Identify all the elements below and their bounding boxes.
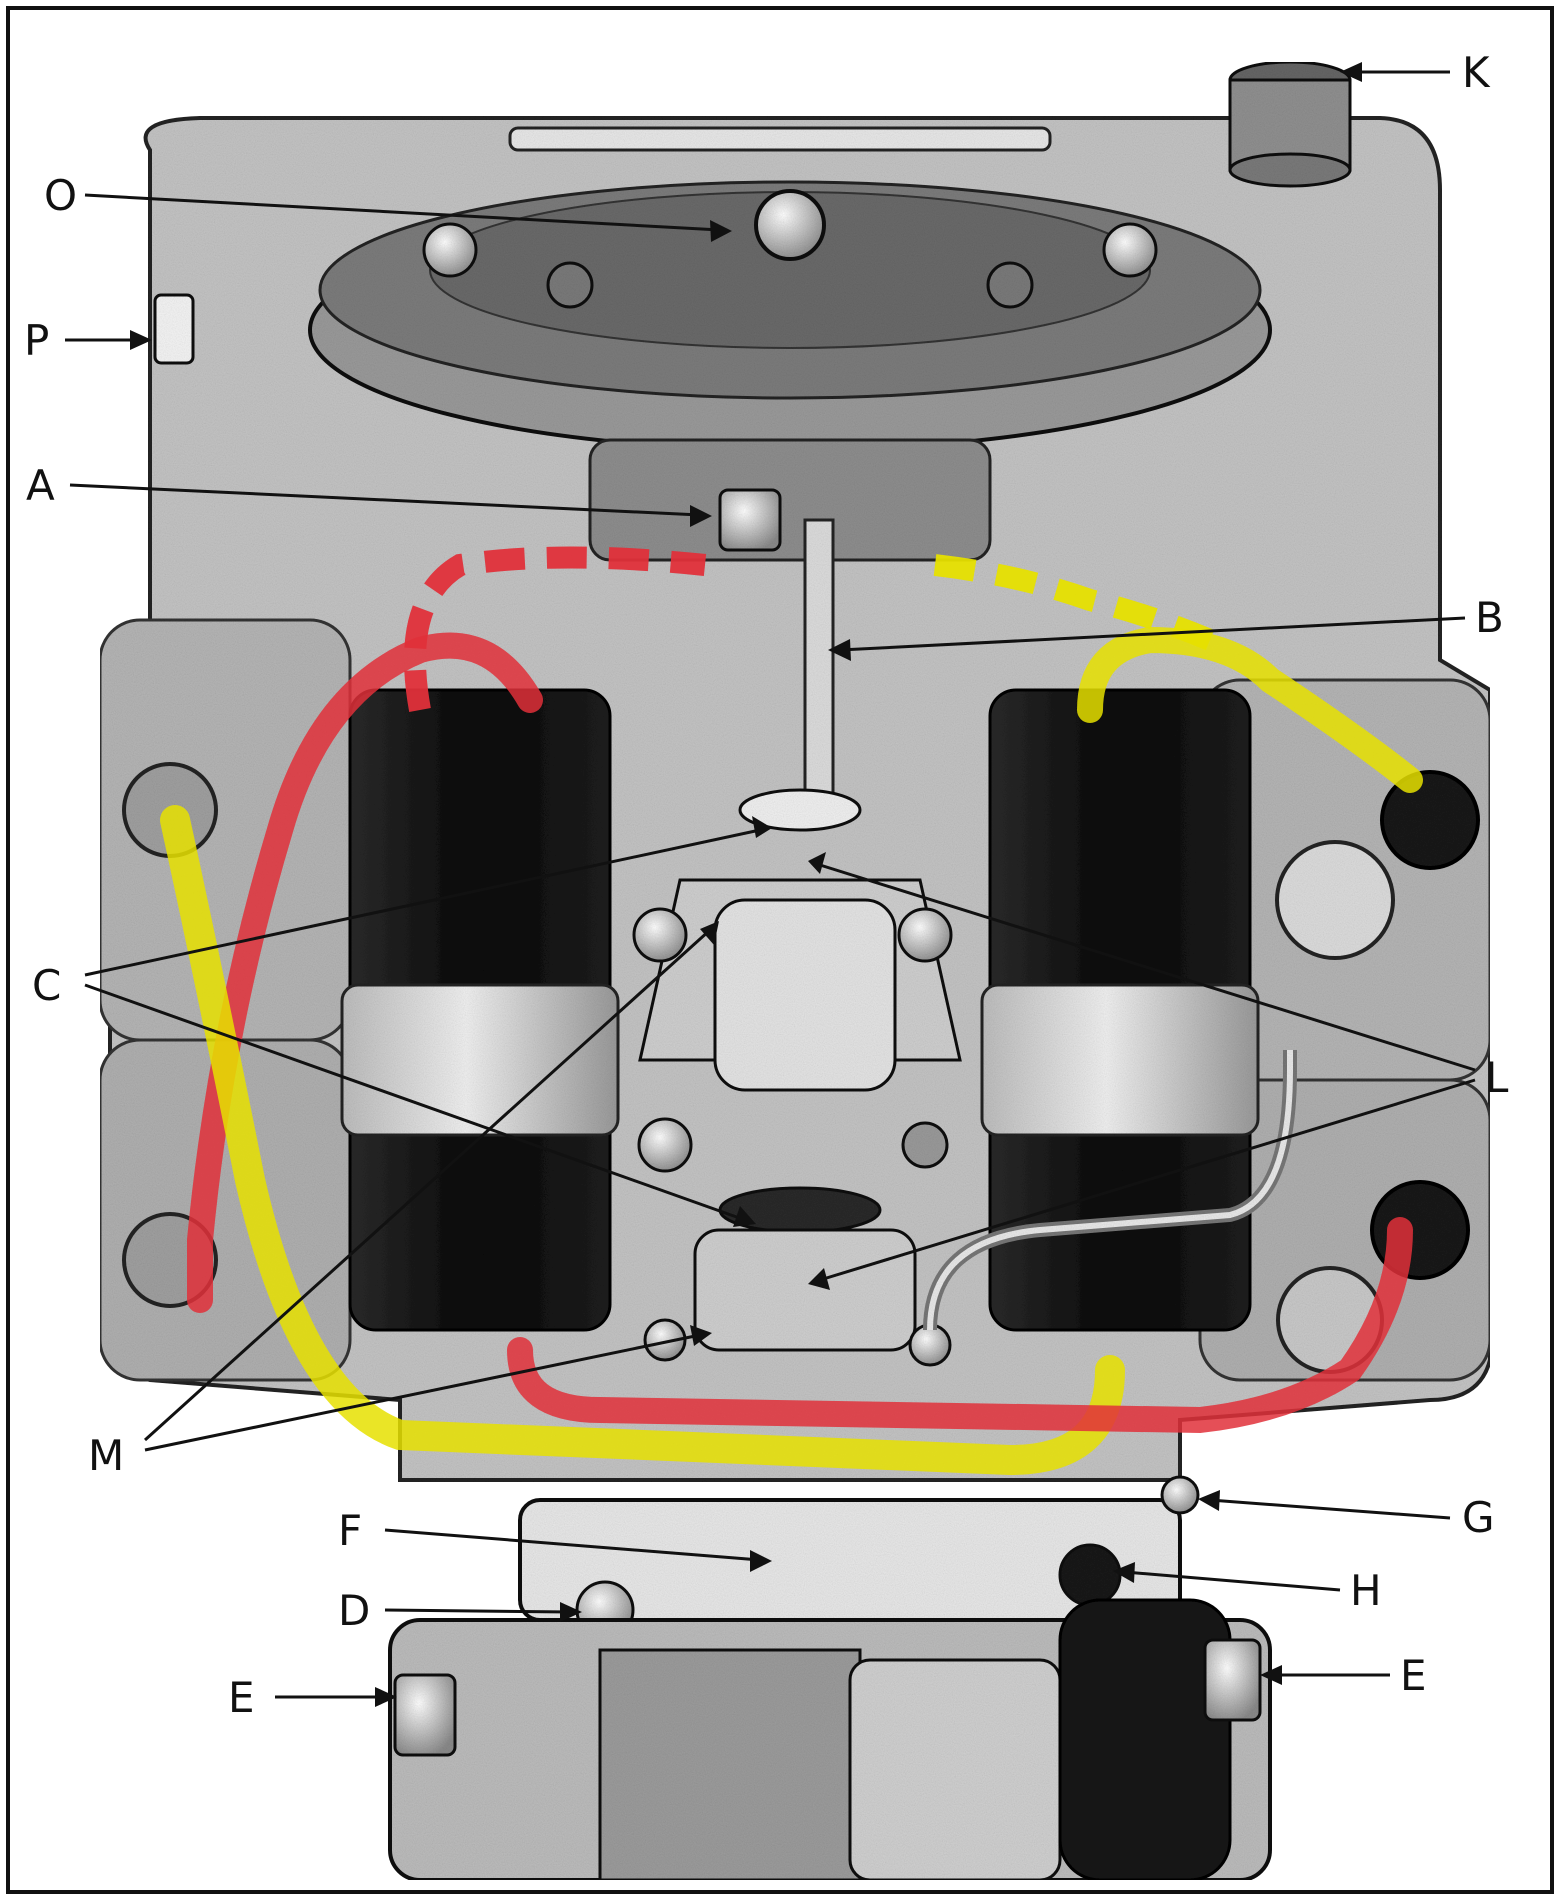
- filler-cap-k-base: [1228, 152, 1352, 188]
- arrow-k: [1340, 62, 1362, 82]
- callout-e-right: E: [1400, 1651, 1427, 1700]
- callout-a: A: [26, 461, 55, 510]
- leader-h: [1124, 1570, 1341, 1592]
- callout-o: O: [44, 171, 77, 220]
- nut-e-left: [393, 1673, 457, 1757]
- arrow-l-upper: [808, 852, 826, 874]
- flywheel-bolt: [422, 222, 478, 278]
- callout-d: D: [338, 1586, 370, 1635]
- distributor-bolt: [901, 1121, 949, 1169]
- callout-b: B: [1475, 593, 1504, 642]
- leader-b: [839, 616, 1466, 652]
- arrow-e-right: [1260, 1665, 1282, 1685]
- yellow-wire-left-drop: [160, 805, 1125, 1476]
- arrow-c-upper: [752, 816, 772, 838]
- lower-shaft-drum: [848, 1658, 1062, 1882]
- callout-h: H: [1350, 1566, 1382, 1615]
- callout-l: L: [1485, 1053, 1509, 1102]
- wiring-overlay: [160, 546, 1423, 1476]
- callout-p: P: [24, 316, 49, 365]
- distributor-bolt: [637, 1117, 693, 1173]
- arrow-p: [130, 330, 152, 350]
- leader-g: [1209, 1498, 1451, 1520]
- leader-d: [384, 1608, 571, 1614]
- flywheel-bolt: [546, 261, 594, 309]
- callout-e-left: E: [228, 1673, 255, 1722]
- leader-o: [84, 193, 721, 232]
- arrow-a: [690, 505, 712, 527]
- lower-distributor-body: [693, 1228, 917, 1352]
- upper-distributor-drum: [713, 898, 897, 1092]
- nut-e-right: [1203, 1638, 1262, 1722]
- distributor-bolt: [632, 907, 688, 963]
- leader-l-upper: [819, 863, 1476, 1072]
- yellow-wire-right-coil-loop: [1077, 626, 1423, 793]
- distributor-bolt: [897, 907, 953, 963]
- lug-bolt-right-mid: [1380, 770, 1480, 870]
- callout-f: F: [338, 1506, 362, 1555]
- arrow-f: [750, 1550, 772, 1572]
- arrow-o: [710, 220, 732, 242]
- leader-m-lower: [144, 1333, 701, 1452]
- leader-l-lower: [819, 1078, 1476, 1282]
- lower-shaft-collar: [598, 1648, 862, 1882]
- leader-a: [69, 483, 701, 517]
- top-slot: [508, 126, 1052, 152]
- arrow-d: [560, 1602, 582, 1622]
- lower-distributor-bolt: [643, 1318, 687, 1362]
- arrow-b: [828, 639, 851, 661]
- arrow-l-lower: [808, 1268, 830, 1290]
- callout-m: M: [88, 1431, 124, 1480]
- upper-distributor-cap: [738, 788, 862, 832]
- arrow-e-left: [375, 1687, 397, 1707]
- leader-f: [384, 1528, 761, 1562]
- hole-h: [1058, 1543, 1122, 1607]
- yellow-wire-dashed: [933, 554, 1215, 651]
- fuel-line-highlight: [927, 1050, 1293, 1331]
- lower-distributor-bolt: [908, 1323, 952, 1367]
- flywheel-center-nut: [754, 189, 826, 261]
- arrow-g: [1198, 1490, 1220, 1511]
- callout-g: G: [1462, 1493, 1495, 1542]
- shaft-b: [803, 518, 835, 822]
- leader-m-upper: [143, 928, 712, 1442]
- inspection-window-p: [153, 293, 195, 365]
- arrow-m-lower: [690, 1325, 712, 1346]
- leader-lines: [65, 62, 1476, 1707]
- callout-c: C: [32, 961, 61, 1010]
- leader-c-lower: [84, 983, 746, 1222]
- red-wire-bottom: [507, 1217, 1413, 1434]
- flywheel-bolt: [1102, 222, 1158, 278]
- leader-c-upper: [84, 828, 761, 977]
- right-coil-band: [980, 983, 1260, 1137]
- lower-black-cylinder: [1058, 1598, 1232, 1882]
- arrow-c-lower: [733, 1206, 756, 1227]
- flywheel-bolt: [986, 261, 1034, 309]
- arrow-h: [1113, 1562, 1135, 1583]
- arrow-m-upper: [700, 921, 719, 945]
- callout-labels: K O P A B C L M G F H D E E: [24, 48, 1509, 1722]
- screw-g: [1160, 1475, 1200, 1515]
- hub-nut-a: [718, 488, 782, 552]
- lug-bolt-right-upper: [1275, 840, 1395, 960]
- left-coil-band: [340, 983, 620, 1137]
- callout-k: K: [1462, 48, 1491, 97]
- hub-block: [588, 438, 992, 562]
